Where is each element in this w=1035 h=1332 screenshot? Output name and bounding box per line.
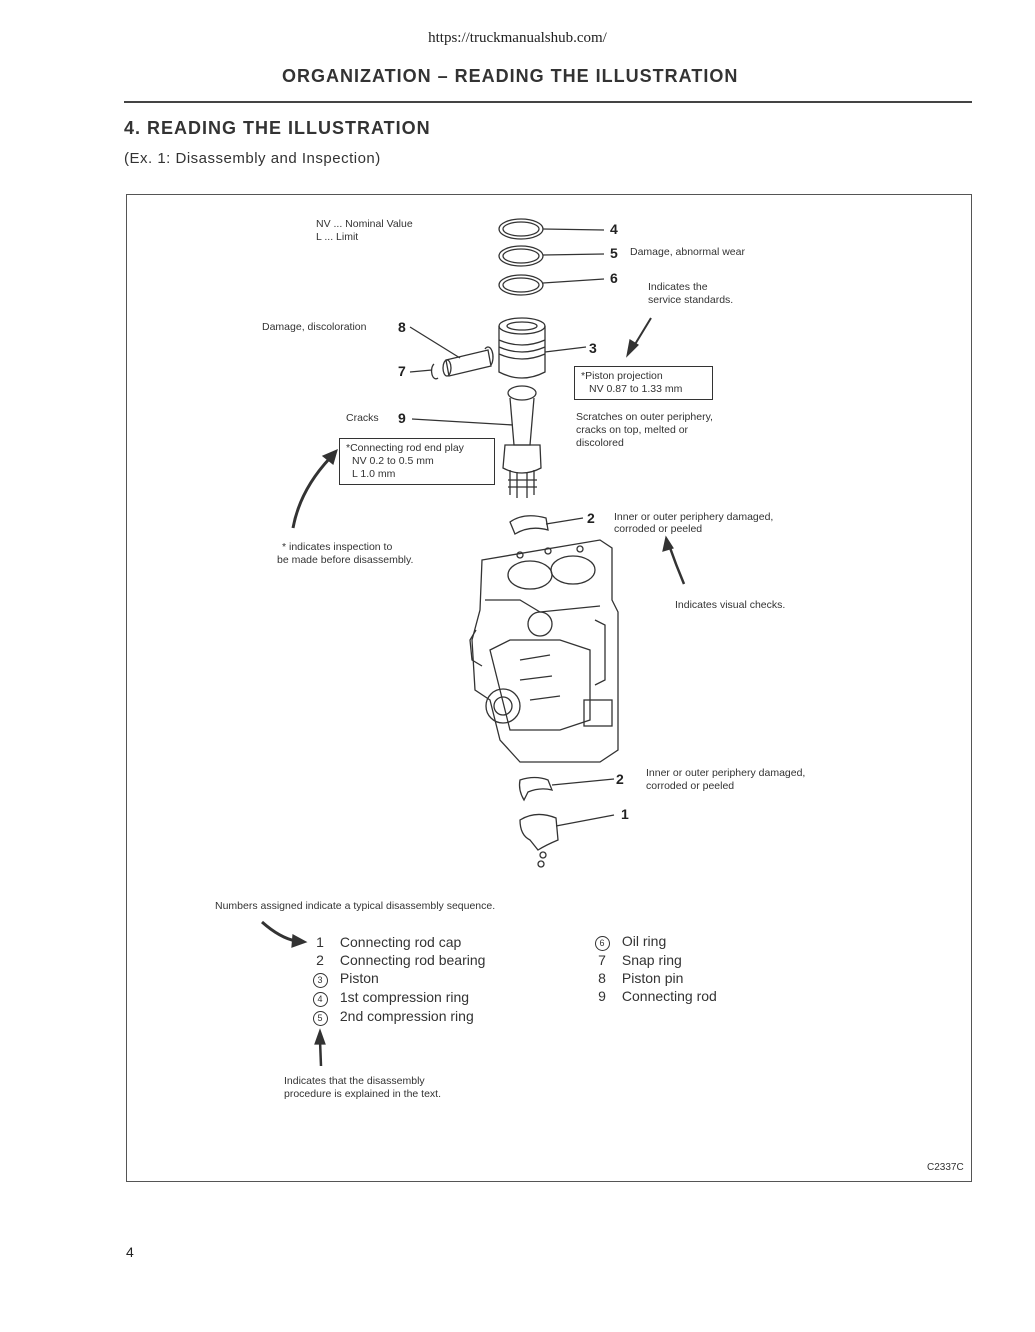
connecting-rod-cap-drawing — [519, 813, 559, 868]
connecting-rod-drawing — [502, 385, 542, 498]
service-standard-arrow — [626, 317, 652, 358]
piston-pin-drawing — [442, 349, 492, 377]
callout-9: 9 — [398, 410, 406, 426]
piston-drawing — [498, 317, 546, 379]
parts-list-item: 2 Connecting rod bearing — [316, 952, 486, 968]
parts-list-item: 6 Oil ring — [592, 932, 717, 951]
parts-list-item: 3 Piston — [310, 969, 485, 988]
bearing-upper-label-2: corroded or peeled — [614, 523, 703, 535]
section-title: 4. READING THE ILLUSTRATION — [124, 118, 431, 138]
engine-block-drawing — [469, 539, 619, 763]
page-header: ORGANIZATION – READING THE ILLUSTRATION — [282, 66, 739, 86]
text-procedure-arrow — [314, 1028, 326, 1067]
parts-list-item: 7 Snap ring — [598, 952, 682, 968]
bearing-lower-label-2: corroded or peeled — [646, 780, 735, 792]
header-rule — [124, 101, 972, 103]
rod-box-line-2: NV 0.2 to 0.5 mm — [352, 455, 434, 467]
parts-list-item: 9 Connecting rod — [598, 988, 717, 1004]
callout-1: 1 — [621, 806, 629, 822]
callout-3: 3 — [589, 340, 597, 356]
compression-ring-1-drawing — [498, 218, 544, 240]
snap-ring-left-drawing — [430, 363, 439, 380]
callout-8: 8 — [398, 319, 406, 335]
damage-wear-label: Damage, abnormal wear — [630, 246, 745, 258]
sequence-arrow — [261, 920, 308, 948]
parts-list-item: 4 1st compression ring — [310, 988, 485, 1007]
callout-4: 4 — [610, 221, 618, 237]
callout-2-lower: 2 — [616, 771, 624, 787]
parts-list-left: 1 Connecting rod cap 2 Connecting rod be… — [310, 933, 485, 1026]
rod-end-play-box: *Connecting rod end play NV 0.2 to 0.5 m… — [339, 438, 495, 485]
parts-list-item: 1 Connecting rod cap — [316, 934, 462, 950]
bearing-upper-label-1: Inner or outer periphery damaged, — [614, 511, 774, 523]
scratches-label-1: Scratches on outer periphery, — [576, 411, 713, 423]
piston-box-line-1: *Piston projection — [581, 370, 663, 382]
service-standard-label-2: service standards. — [648, 294, 734, 306]
visual-check-label: Indicates visual checks. — [675, 599, 786, 611]
cracks-label: Cracks — [346, 412, 379, 424]
scratches-label-2: cracks on top, melted or — [576, 424, 689, 436]
bearing-lower-drawing — [518, 776, 554, 802]
sequence-note: Numbers assigned indicate a typical disa… — [215, 900, 496, 912]
parts-list-item: 8 Piston pin — [598, 970, 684, 986]
inspection-arrow — [291, 448, 338, 529]
figure-code: C2337C — [927, 1162, 964, 1173]
star-note-2: be made before disassembly. — [277, 554, 414, 566]
callout-2-upper: 2 — [587, 510, 595, 526]
text-procedure-note-1: Indicates that the disassembly — [284, 1075, 425, 1087]
snap-ring-right-drawing — [484, 346, 494, 366]
scratches-label-3: discolored — [576, 437, 624, 449]
compression-ring-2-drawing — [498, 245, 544, 267]
rod-box-line-1: *Connecting rod end play — [346, 442, 464, 454]
nominal-value-legend: NV ... Nominal Value — [316, 218, 413, 230]
callout-5: 5 — [610, 245, 618, 261]
bearing-lower-label-1: Inner or outer periphery damaged, — [646, 767, 806, 779]
rod-box-line-3: L 1.0 mm — [352, 468, 396, 480]
page-number: 4 — [126, 1244, 134, 1260]
damage-discoloration-label: Damage, discoloration — [262, 321, 367, 333]
callout-7: 7 — [398, 363, 406, 379]
text-procedure-note-2: procedure is explained in the text. — [284, 1088, 442, 1100]
section-subtitle: (Ex. 1: Disassembly and Inspection) — [124, 150, 381, 167]
visual-check-arrow — [662, 535, 686, 585]
parts-list-right: 6 Oil ring 7 Snap ring 8 Piston pin 9 Co… — [592, 932, 717, 1005]
parts-list-item: 5 2nd compression ring — [310, 1007, 485, 1026]
star-note-1: * indicates inspection to — [282, 541, 393, 553]
service-standard-label-1: Indicates the — [648, 281, 708, 293]
piston-box-line-2: NV 0.87 to 1.33 mm — [589, 383, 683, 395]
piston-projection-box: *Piston projection NV 0.87 to 1.33 mm — [574, 366, 713, 400]
bearing-upper-drawing — [509, 515, 549, 535]
illustration-frame — [126, 194, 972, 1182]
oil-ring-drawing — [498, 274, 544, 296]
limit-legend: L ... Limit — [316, 231, 359, 243]
source-url: https://truckmanualshub.com/ — [428, 30, 607, 46]
callout-6: 6 — [610, 270, 618, 286]
